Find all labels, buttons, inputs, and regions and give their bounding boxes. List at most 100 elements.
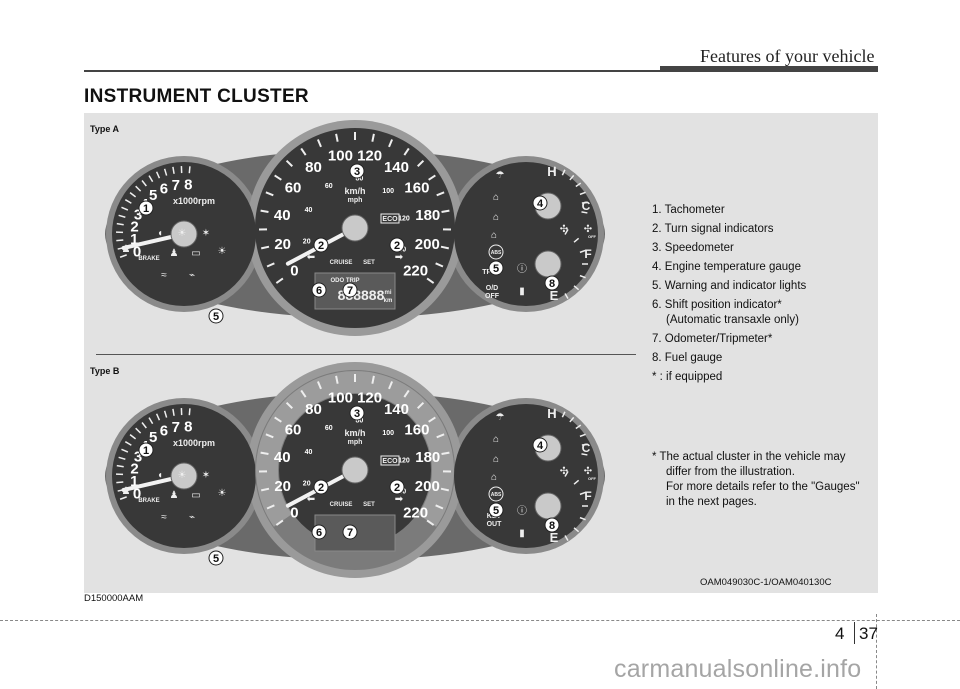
speedometer-tick: [265, 433, 274, 439]
headlight-icon: ◖: [157, 228, 163, 239]
tachometer-tick-label: 0: [133, 485, 141, 502]
door-open-icon: ⌂: [493, 434, 499, 445]
callout-number: 6: [316, 285, 322, 297]
speedometer-inner-tick-label: 60: [325, 425, 333, 432]
temp-tick: [575, 182, 582, 188]
esc-off-icon: ✣: [584, 466, 592, 477]
parking-light-icon: ✶: [202, 228, 210, 239]
watermark: carmanualsonline.info: [614, 655, 862, 683]
speedometer-tick-label: 140: [384, 401, 409, 418]
speedometer-inner-tick-label: 100: [382, 430, 394, 437]
washer-icon: ☂: [496, 412, 505, 423]
hood-icon: ⌂: [491, 472, 497, 483]
speedometer-tick: [426, 519, 435, 526]
eco-indicator: ECO: [382, 458, 398, 465]
aux-gauge-dial: [454, 404, 598, 548]
tachometer-tick-label: 8: [184, 176, 192, 193]
type-a-label: Type A: [90, 124, 120, 134]
legend-footnote: * : if equipped: [652, 371, 723, 383]
tachometer-unit: x1000rpm: [173, 438, 215, 448]
callout-circle: [311, 282, 327, 298]
tachometer: 012345678x1000rpm◖☀✶♟BRAKE♟▭☀≈⌁: [112, 162, 256, 306]
speedometer-tick-label: 160: [404, 422, 429, 439]
needle-hub: [170, 220, 198, 248]
temp-tick: [569, 174, 575, 181]
temp-tick: [581, 201, 588, 204]
turn-right-icon: ➡: [395, 252, 404, 263]
speedometer-tick-label: 140: [384, 159, 409, 176]
tachometer-tick: [172, 166, 175, 174]
callout-number: 1: [143, 445, 149, 457]
speedometer-tick-label: 180: [415, 207, 440, 224]
speedometer-tick: [440, 487, 450, 492]
abs-circle: [488, 486, 504, 502]
type-b-label: Type B: [90, 366, 120, 376]
battery-icon: ▭: [191, 490, 200, 501]
low-fuel-icon: ▮: [519, 286, 525, 297]
tachometer: 012345678x1000rpm◖☀✶♟BRAKE♟▭☀≈⌁: [112, 404, 256, 548]
speedometer-tick: [275, 277, 284, 284]
callout-circle: [544, 275, 560, 291]
needle-hub: [341, 214, 369, 242]
tachometer-tick: [141, 422, 147, 429]
callout-circle: [389, 479, 405, 495]
callout-badge: 2: [313, 237, 329, 253]
speedometer-tick-label: 40: [274, 449, 291, 466]
tachometer-tick-label: 1: [130, 231, 138, 248]
temp-tick: [581, 443, 588, 446]
check-engine-icon: ⌁: [189, 270, 195, 281]
speedometer-tick: [260, 245, 270, 250]
tachometer-tick: [188, 408, 191, 416]
callout-number: 3: [354, 408, 360, 420]
panel-divider: [96, 354, 636, 355]
fuel-tick: [564, 228, 569, 235]
tachometer-tick: [172, 408, 175, 416]
esc-off-label: OFF: [588, 476, 597, 481]
callout-number: 4: [537, 440, 544, 452]
tpms-icon: ⓘ: [517, 263, 527, 275]
speedometer-tick: [300, 389, 307, 398]
odometer-unit-km: km: [384, 298, 393, 304]
tachometer-tick: [135, 427, 142, 434]
tachometer-tick-label: 0: [133, 243, 141, 260]
odometer-unit-mi: mi: [384, 290, 391, 296]
legend-item: 3. Speedometer: [652, 242, 734, 254]
callout-number: 4: [537, 198, 544, 210]
callout-badge: 5: [488, 502, 504, 518]
tachometer-tick-label: 7: [172, 419, 180, 436]
esc-off-icon: ✣: [584, 224, 592, 235]
esc-off-label: OFF: [588, 234, 597, 239]
speedometer-tick: [275, 519, 284, 526]
key-out-label: OUT: [487, 521, 503, 528]
instrument-cluster-illustration: 012345678x1000rpm◖☀✶♟BRAKE♟▭☀≈⌁020406080…: [105, 120, 605, 578]
od-label: O/D: [486, 285, 498, 292]
callout-badge: 6: [311, 282, 327, 298]
callout-badge: 2: [389, 479, 405, 495]
fuel-tick: [579, 274, 586, 279]
callout-circle: [532, 195, 548, 211]
legend-item: 2. Turn signal indicators: [652, 223, 774, 235]
speedometer-tick: [266, 262, 275, 268]
speedometer-tick: [285, 159, 293, 167]
page-number: 37: [859, 624, 878, 643]
speedometer-tick: [300, 147, 307, 156]
esc-icon: ✣: [560, 466, 568, 477]
fuel-tick: [573, 285, 580, 291]
speedometer-tick-label: 80: [305, 401, 322, 418]
speedometer-inner-tick-label: 120: [398, 215, 410, 222]
fuel-tick: [564, 470, 569, 477]
temp-tick: [581, 211, 588, 214]
tachometer-tick: [121, 448, 129, 453]
callout-number: 2: [318, 240, 324, 252]
callout-badge: 8: [544, 275, 560, 291]
tachometer-tick-label: 3: [134, 449, 142, 466]
tachometer-tick: [148, 175, 154, 183]
esc-icon: ✣: [560, 224, 568, 235]
speedometer-tick-label: 160: [404, 180, 429, 197]
callout-badge: 3: [349, 405, 365, 421]
cluster-type-b: 012345678x1000rpm◖☀✶♟BRAKE♟▭☀≈⌁020406080…: [105, 362, 605, 578]
fuel-empty-label: E: [550, 288, 559, 303]
